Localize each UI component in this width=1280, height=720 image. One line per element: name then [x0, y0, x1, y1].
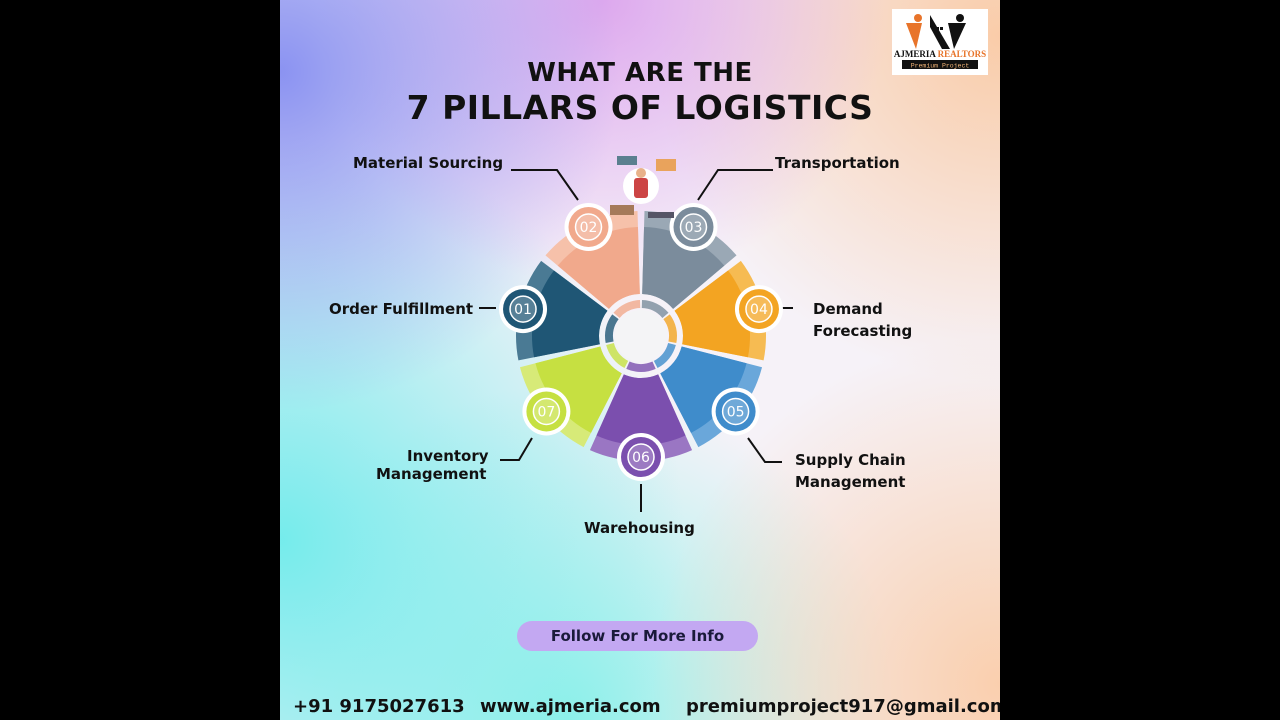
svg-text:AJMERIA REALTORS: AJMERIA REALTORS [894, 49, 986, 59]
badge-number-06: 06 [632, 450, 650, 466]
badge-inner-06 [627, 443, 655, 471]
connector-line [747, 437, 782, 463]
label-demand: Demand [813, 300, 883, 318]
pillar-segment-01 [532, 270, 608, 358]
label-inventory: Inventory [407, 447, 489, 465]
badge-number-01: 01 [514, 302, 532, 318]
pillars-wheel: 01 02 03 04 05 06 07 [479, 156, 793, 512]
label-forecasting: Forecasting [813, 322, 913, 340]
infographic-poster: AJMERIA REALTORS Premium Project WHAT AR… [280, 0, 1000, 720]
title-line-2: 7 PILLARS OF LOGISTICS [406, 88, 874, 127]
badge-inner-05 [721, 397, 750, 426]
badge-inner-04 [745, 295, 773, 323]
badge-01 [503, 289, 544, 330]
worker-icon [634, 178, 648, 198]
badge-05 [715, 391, 756, 432]
pillar-inner-arc-02 [613, 300, 641, 318]
title-line-1: WHAT ARE THE [527, 58, 753, 88]
badge-inner-01 [509, 295, 537, 323]
badge-number-02: 02 [580, 220, 598, 236]
footer-email[interactable]: premiumproject917@gmail.com [686, 696, 1000, 717]
badge-inner-03 [679, 213, 708, 241]
pillar-inner-arc-06 [626, 361, 656, 372]
footer-phone[interactable]: +91 9175027613 [293, 696, 465, 717]
wheel-center [615, 310, 667, 362]
badge-number-03: 03 [685, 220, 703, 236]
badge-07 [526, 391, 567, 432]
boxes-icon [656, 159, 676, 171]
pillar-segment-06 [596, 374, 686, 445]
pillar-segment-04 [674, 270, 750, 358]
pillar-inner-arc-07 [606, 342, 629, 368]
label-warehousing: Warehousing [584, 519, 695, 537]
label-material-sourcing: Material Sourcing [353, 154, 504, 172]
ajmeria-realtors-logo: AJMERIA REALTORS Premium Project [892, 9, 988, 75]
badge-number-05: 05 [727, 404, 745, 420]
badge-inner-02 [574, 213, 603, 241]
pillar-inner-arc-05 [653, 342, 676, 368]
pillar-inner-arc-01 [605, 314, 619, 344]
warehouse-icon [610, 205, 634, 215]
badge-04 [738, 289, 779, 330]
pillar-segment-07 [535, 346, 622, 433]
label-supply-chain-management: Management [795, 473, 906, 491]
connector-line [697, 169, 773, 201]
badge-06 [621, 437, 661, 477]
truck-icon [617, 156, 637, 165]
label-order-fulfillment: Order Fulfillment [329, 300, 474, 318]
follow-button[interactable]: Follow For More Info [517, 621, 758, 651]
pillar-inner-arc-04 [663, 314, 677, 344]
svg-text:Premium Project: Premium Project [911, 63, 970, 70]
worker-head-icon [636, 168, 646, 178]
badge-number-07: 07 [537, 404, 555, 420]
badge-02 [568, 206, 609, 247]
label-transportation: Transportation [775, 154, 900, 172]
pillar-inner-arc-03 [641, 300, 669, 318]
trailer-icon [648, 212, 674, 218]
badge-inner-07 [532, 397, 561, 426]
connector-line [511, 169, 579, 201]
pillar-segment-05 [660, 346, 747, 433]
badge-number-04: 04 [750, 302, 768, 318]
label-supply-chain: Supply Chain [795, 451, 906, 469]
label-inventory-management: Management [376, 465, 487, 483]
badge-03 [673, 206, 714, 247]
footer-website[interactable]: www.ajmeria.com [480, 696, 661, 717]
connector-line [500, 437, 533, 461]
